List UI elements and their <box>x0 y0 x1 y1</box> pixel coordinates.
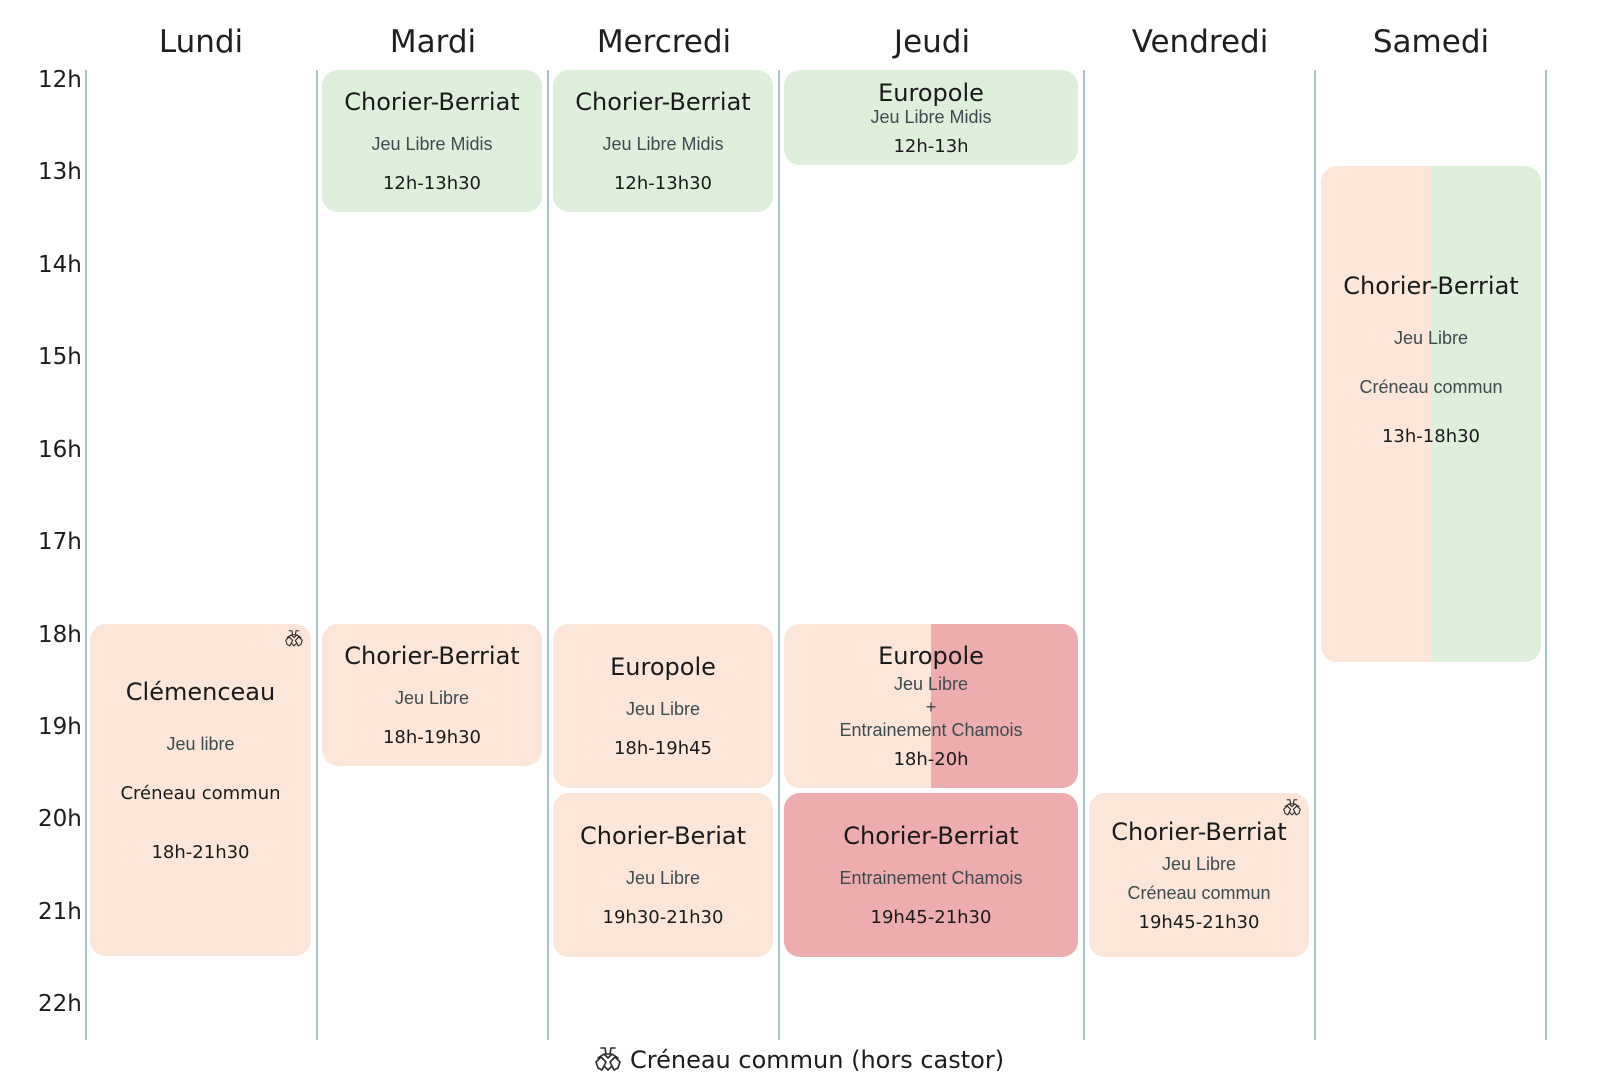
hour-label-17: 17h <box>38 529 82 555</box>
event-time: 12h-13h <box>893 135 969 157</box>
event-activity: Jeu Libre <box>1161 853 1237 874</box>
event-location: Europole <box>878 642 984 670</box>
event-time: 13h-18h30 <box>1381 425 1481 447</box>
event-mardi-midi[interactable]: Chorier-Berriat Jeu Libre Midis 12h-13h3… <box>322 70 542 212</box>
event-activity: Jeu Libre <box>625 868 701 888</box>
column-divider <box>1083 70 1085 1040</box>
event-plus: + <box>925 697 937 717</box>
event-sub: Créneau commun <box>120 782 281 804</box>
event-sub: Entrainement Chamois <box>839 720 1023 740</box>
event-location: Chorier-Berriat <box>843 822 1019 850</box>
event-location: Europole <box>610 653 716 681</box>
event-location: Europole <box>878 78 984 107</box>
column-divider <box>1545 70 1547 1040</box>
hour-label-16: 16h <box>38 437 82 463</box>
event-activity: Jeu Libre Midis <box>602 134 724 154</box>
event-mardi-soir[interactable]: Chorier-Berriat Jeu Libre 18h-19h30 <box>322 624 542 766</box>
column-divider <box>1314 70 1316 1040</box>
legend: Créneau commun (hors castor) <box>592 1044 1004 1076</box>
day-header-mardi: Mardi <box>389 24 477 60</box>
day-header-jeudi: Jeudi <box>893 24 971 60</box>
event-vendredi-soir[interactable]: Chorier-Berriat Jeu Libre Créneau commun… <box>1089 793 1309 957</box>
event-activity: Jeu libre <box>166 733 235 754</box>
handshake-icon <box>595 1047 621 1071</box>
event-location: Chorier-Berriat <box>575 88 751 116</box>
column-divider <box>778 70 780 1040</box>
event-time: 12h-13h30 <box>613 173 713 194</box>
event-activity: Jeu Libre <box>625 699 701 719</box>
event-time: 12h-13h30 <box>382 173 482 194</box>
column-divider <box>85 70 87 1040</box>
hour-label-12: 12h <box>38 67 82 93</box>
event-mercredi-soir-2[interactable]: Chorier-Beriat Jeu Libre 19h30-21h30 <box>553 793 773 957</box>
event-activity: Jeu Libre <box>893 674 969 694</box>
event-location: Chorier-Berriat <box>344 642 520 670</box>
event-time: 18h-19h45 <box>613 738 713 759</box>
event-jeudi-soir-2[interactable]: Chorier-Berriat Entrainement Chamois 19h… <box>784 793 1078 957</box>
event-activity: Jeu Libre Midis <box>870 106 992 127</box>
event-mercredi-soir-1[interactable]: Europole Jeu Libre 18h-19h45 <box>553 624 773 788</box>
hour-label-19: 19h <box>38 714 82 740</box>
hour-label-21: 21h <box>38 899 82 925</box>
event-time: 19h45-21h30 <box>870 907 992 928</box>
event-location: Chorier-Berriat <box>1111 817 1287 846</box>
event-location: Chorier-Berriat <box>1343 271 1519 300</box>
handshake-icon <box>285 630 303 647</box>
event-samedi[interactable]: Chorier-Berriat Jeu Libre Créneau commun… <box>1321 166 1541 662</box>
legend-label: Créneau commun (hors castor) <box>630 1046 1005 1074</box>
event-activity: Jeu Libre <box>394 688 470 708</box>
event-mercredi-midi[interactable]: Chorier-Berriat Jeu Libre Midis 12h-13h3… <box>553 70 773 212</box>
event-lundi-soir[interactable]: Clémenceau Jeu libre Créneau commun 18h-… <box>90 624 311 956</box>
event-time: 18h-19h30 <box>382 727 482 748</box>
event-activity: Jeu Libre Midis <box>371 134 493 154</box>
event-jeudi-midi[interactable]: Europole Jeu Libre Midis 12h-13h <box>784 70 1078 165</box>
day-header-vendredi: Vendredi <box>1131 24 1269 60</box>
event-location: Chorier-Beriat <box>580 822 746 850</box>
event-location: Chorier-Berriat <box>344 88 520 116</box>
hour-label-15: 15h <box>38 344 82 370</box>
day-header-mercredi: Mercredi <box>596 24 732 60</box>
event-activity: Jeu Libre <box>1393 327 1469 348</box>
event-time: 18h-20h <box>893 749 969 770</box>
event-time: 19h30-21h30 <box>602 907 724 928</box>
hour-label-14: 14h <box>38 252 82 278</box>
hour-label-22: 22h <box>38 991 82 1017</box>
hour-label-18: 18h <box>38 622 82 648</box>
day-header-lundi: Lundi <box>158 24 244 60</box>
column-divider <box>547 70 549 1040</box>
handshake-icon <box>1283 799 1301 816</box>
event-time: 19h45-21h30 <box>1138 911 1260 933</box>
event-sub: Créneau commun <box>1359 376 1503 397</box>
column-divider <box>316 70 318 1040</box>
event-time: 18h-21h30 <box>151 841 250 863</box>
hour-label-13: 13h <box>38 159 82 185</box>
day-header-samedi: Samedi <box>1372 24 1490 60</box>
event-activity: Entrainement Chamois <box>839 868 1023 888</box>
event-location: Clémenceau <box>125 677 276 706</box>
event-jeudi-soir-1[interactable]: Europole Jeu Libre + Entrainement Chamoi… <box>784 624 1078 788</box>
hour-label-20: 20h <box>38 806 82 832</box>
event-sub: Créneau commun <box>1127 882 1271 903</box>
